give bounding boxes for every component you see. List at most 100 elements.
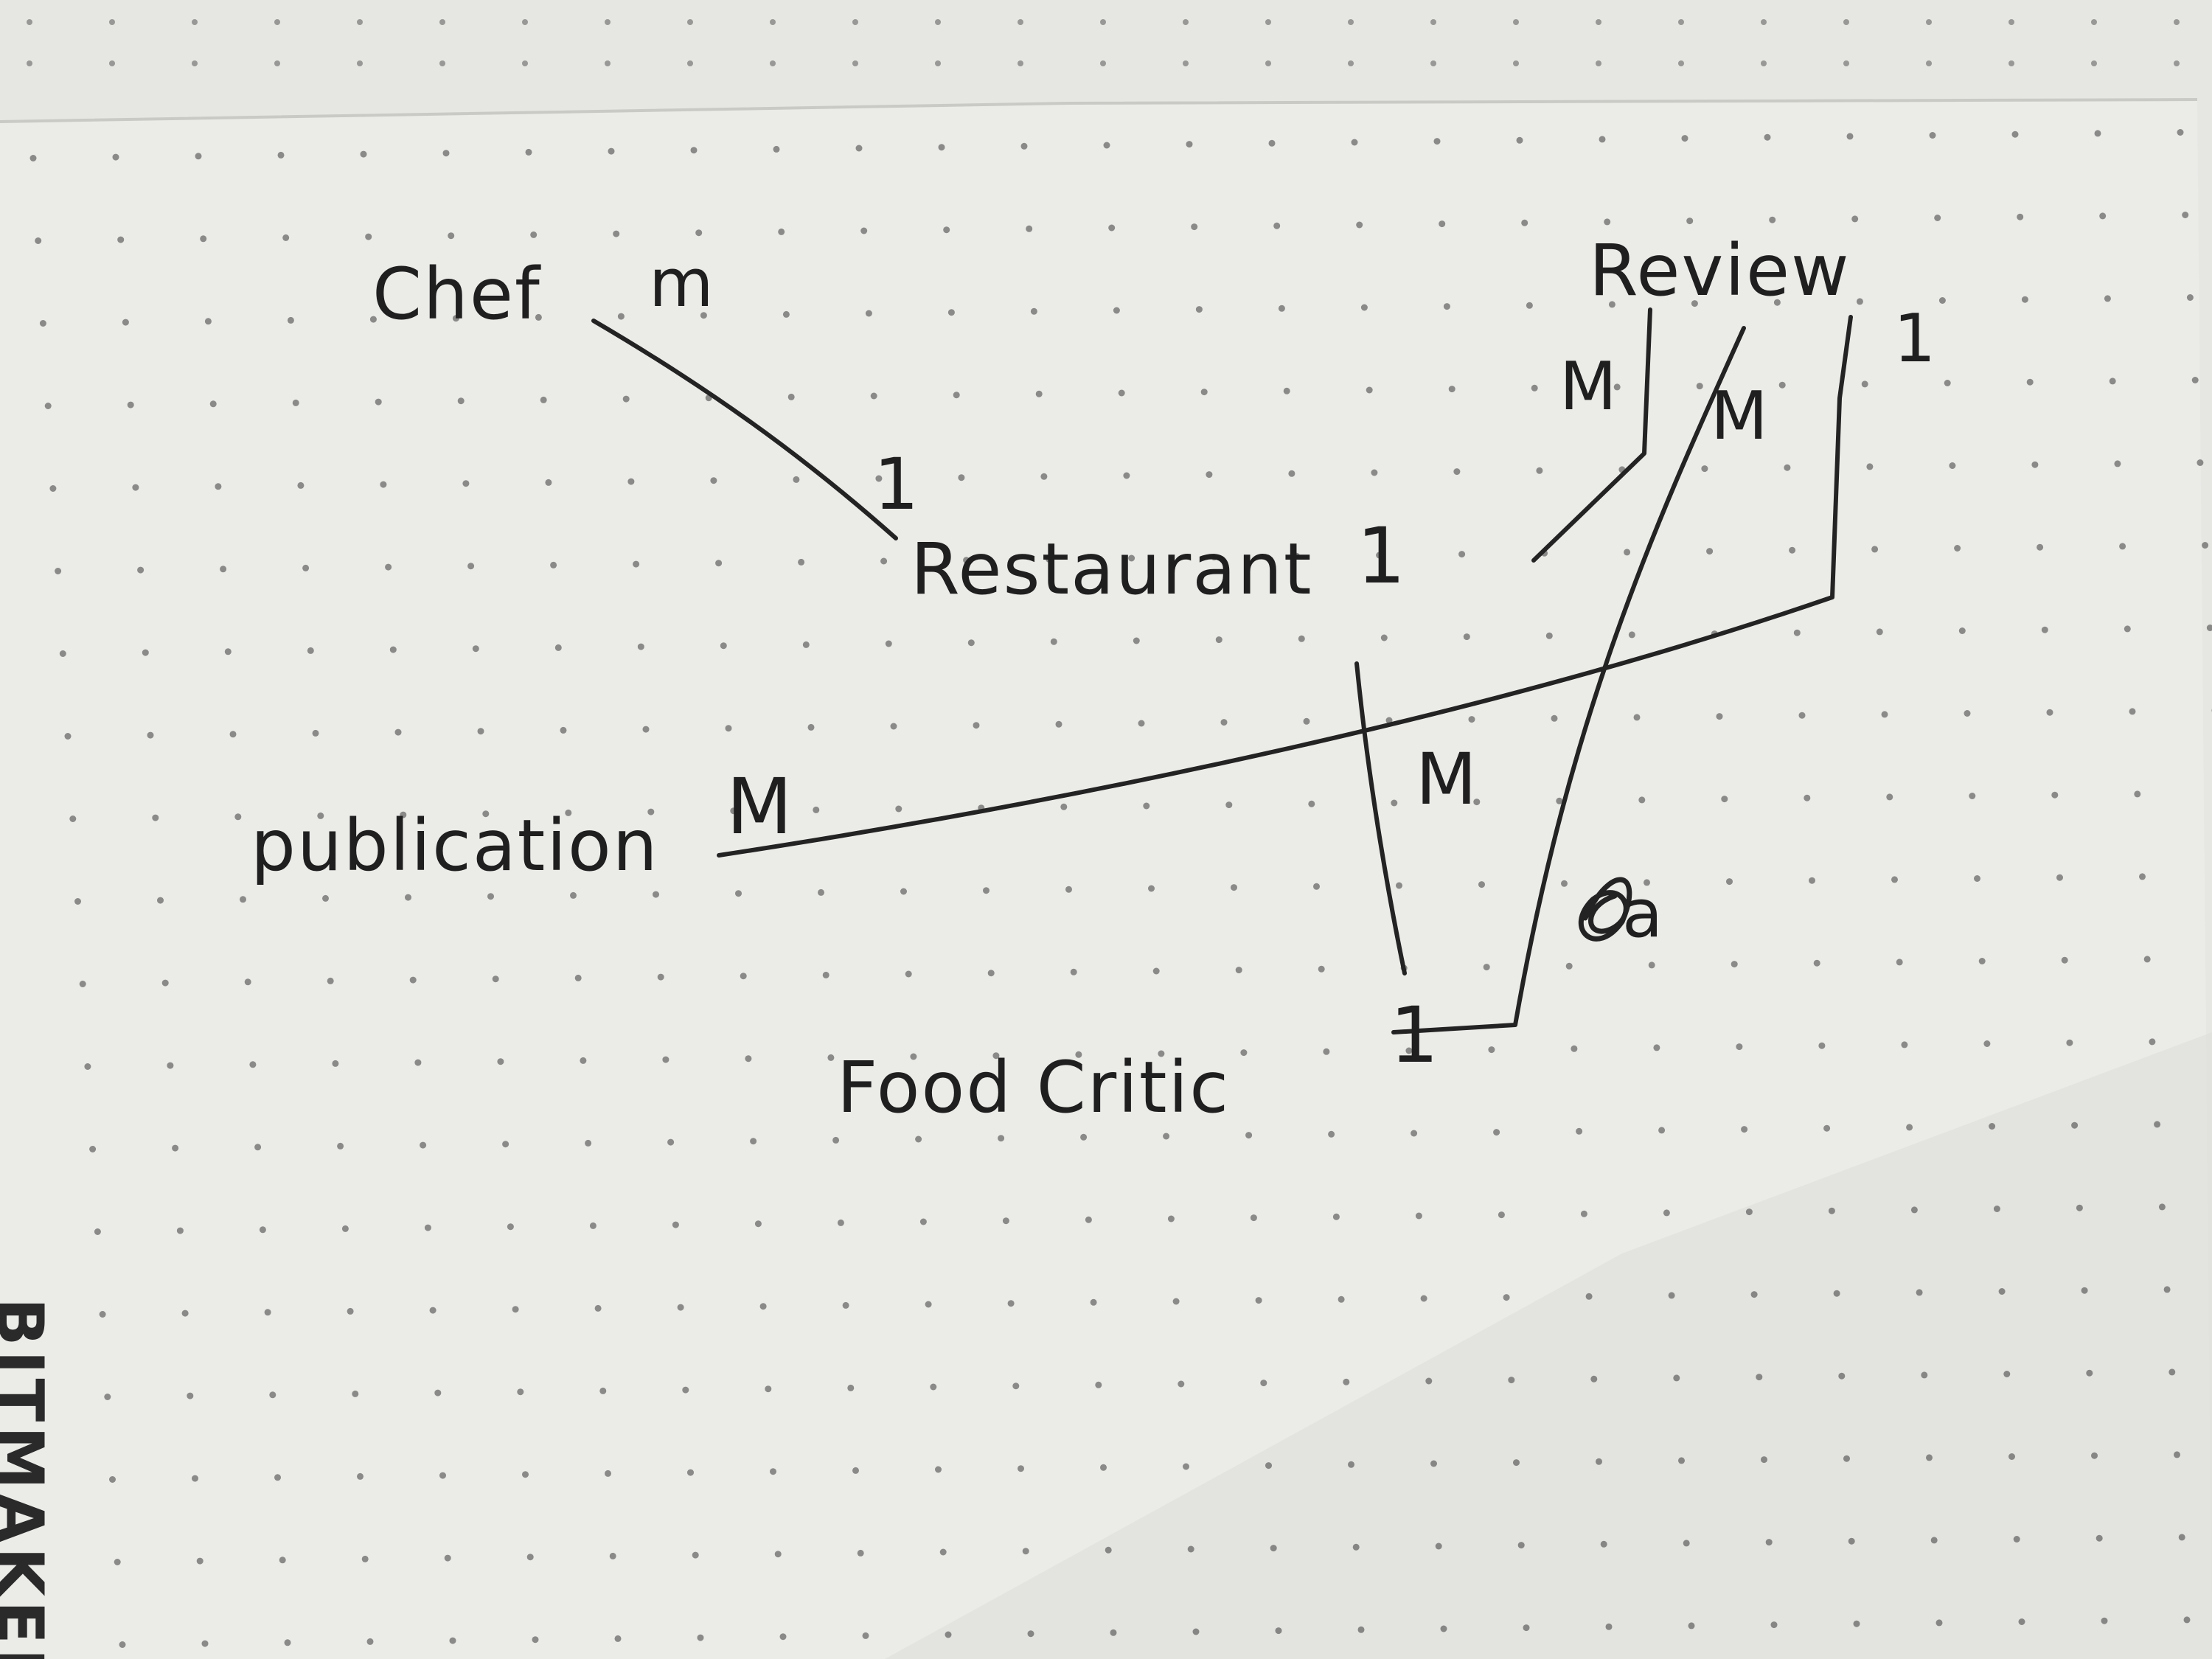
grid-dot [599, 1387, 607, 1394]
dot-grid [27, 19, 2212, 1648]
grid-dot [687, 60, 693, 66]
grid-dot [1308, 800, 1315, 807]
grid-dot [477, 728, 484, 735]
grid-dot [195, 153, 202, 160]
grid-dot [1998, 1288, 2006, 1295]
grid-dot [152, 814, 159, 821]
grid-dot [240, 896, 246, 903]
grid-dot [813, 806, 820, 813]
grid-dot [740, 973, 747, 980]
grid-dot [472, 645, 479, 653]
grid-dot [939, 1548, 947, 1556]
grid-dot [59, 650, 66, 657]
grid-dot [39, 320, 46, 327]
grid-dot [282, 234, 290, 241]
grid-dot [560, 726, 567, 734]
grid-dot [2081, 1287, 2088, 1294]
grid-dot [992, 1052, 1000, 1060]
grid-dot [2091, 19, 2097, 25]
grid-dot [525, 148, 532, 156]
grid-dot [1123, 472, 1130, 479]
grid-dot [1633, 714, 1641, 721]
grid-dot [1085, 1216, 1092, 1223]
grid-dot [2139, 873, 2146, 880]
grid-dot [700, 312, 707, 319]
grid-dot [2174, 1451, 2180, 1458]
grid-dot [1206, 471, 1213, 479]
grid-dot [935, 19, 941, 25]
grid-dot [1430, 60, 1436, 66]
grid-dot [420, 1141, 427, 1149]
grid-dot [770, 19, 776, 25]
grid-dot [1561, 880, 1568, 887]
entity-chef: Chef [372, 253, 541, 335]
grid-dot [142, 649, 149, 656]
grid-dot [958, 474, 965, 481]
grid-dot [1678, 1457, 1685, 1464]
grid-dot [1215, 636, 1222, 644]
grid-dot [827, 1054, 835, 1061]
grid-dot [181, 1310, 189, 1317]
grid-dot [1678, 19, 1684, 25]
grid-dot [297, 481, 305, 489]
grid-dot [2003, 1371, 2011, 1377]
grid-dot [1513, 60, 1519, 66]
grid-dot [890, 723, 897, 730]
grid-dot [274, 19, 280, 25]
grid-dot [264, 1309, 271, 1316]
grid-dot [332, 1060, 339, 1067]
grid-dot [609, 1552, 616, 1559]
grid-dot [1658, 1127, 1666, 1134]
grid-dot [1411, 1130, 1418, 1137]
grid-dot [2041, 626, 2048, 633]
grid-dot [1195, 306, 1203, 313]
grid-dot [522, 1471, 529, 1478]
grid-dot [2119, 543, 2126, 550]
grid-dot [570, 891, 577, 899]
grid-dot [605, 60, 611, 66]
grid-dot [1245, 1132, 1253, 1139]
grid-dot [2114, 460, 2121, 467]
grid-dot [2086, 1369, 2093, 1377]
grid-dot [1731, 961, 1738, 968]
grid-dot [822, 971, 830, 978]
grid-dot [550, 561, 557, 568]
grid-dot [2008, 60, 2014, 66]
grid-dot [1691, 300, 1698, 307]
grid-dot [1110, 1629, 1117, 1636]
grid-dot [545, 479, 552, 486]
grid-dot [1440, 1625, 1447, 1632]
grid-dot [99, 1311, 106, 1318]
grid-dot [64, 733, 72, 740]
grid-dot [2129, 708, 2136, 715]
grid-dot [1881, 711, 1888, 718]
grid-dot [274, 60, 280, 66]
grid-dot [1716, 713, 1723, 720]
grid-dot [492, 975, 499, 983]
grid-dot [855, 145, 863, 152]
grid-dot [429, 1307, 437, 1314]
grid-dot [2143, 956, 2151, 963]
grid-dot [192, 60, 198, 66]
grid-dot [860, 227, 868, 234]
grid-dot [1075, 1051, 1082, 1058]
grid-dot [2031, 461, 2039, 468]
grid-dot [1590, 1375, 1598, 1382]
grid-dot [2037, 543, 2044, 551]
grid-dot [2183, 1616, 2191, 1624]
cardinality-restaurant-from-chef: 1 [874, 443, 920, 526]
grid-dot [1343, 1378, 1350, 1385]
grid-dot [1974, 875, 1980, 882]
grid-dot [930, 1383, 937, 1391]
grid-dot [1113, 307, 1120, 314]
grid-dot [1100, 60, 1106, 66]
grid-dot [667, 1138, 675, 1146]
grid-dot [234, 813, 242, 821]
grid-dot [1793, 629, 1801, 636]
entity-food-critic: Food Critic [837, 1046, 1230, 1129]
grid-dot [1148, 885, 1155, 892]
grid-dot [259, 1226, 266, 1234]
grid-dot [439, 60, 445, 66]
grid-dot [574, 974, 582, 981]
grid-dot [1138, 720, 1145, 727]
